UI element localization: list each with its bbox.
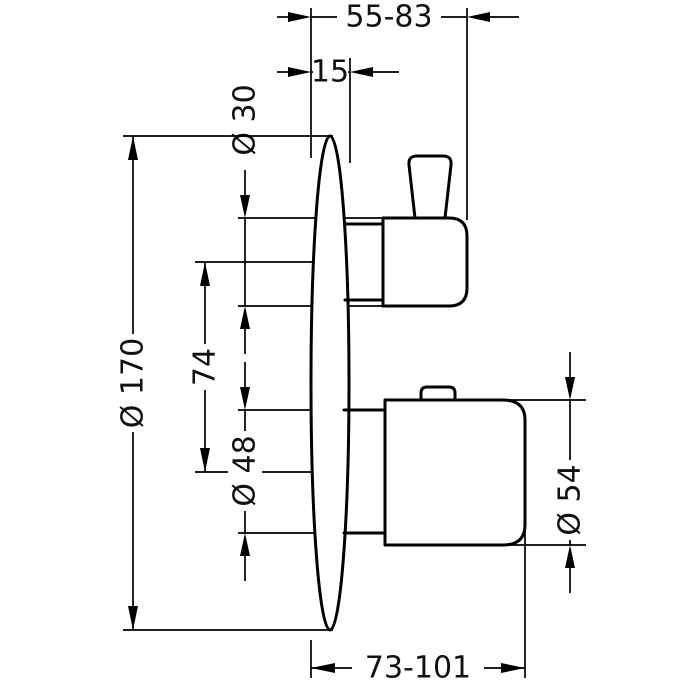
dim-label-shutoff-handle-diameter: Ø 30	[228, 84, 263, 155]
dimension-thermostat-sleeve-diameter: Ø 48	[228, 362, 349, 581]
escutcheon-plate-outline	[309, 134, 351, 632]
dimension-depth-to-shutoff-handle: 55-83	[277, 0, 519, 220]
label-mask	[313, 56, 348, 88]
label-mask	[553, 460, 587, 540]
arrowhead-down-icon	[200, 448, 210, 472]
arrowhead-down-icon	[240, 387, 250, 410]
shutoff-handle-assembly	[343, 154, 469, 308]
dimension-shutoff-handle-diameter: Ø 30	[228, 80, 383, 354]
dimension-handle-center-distance: 74	[188, 261, 338, 473]
dim-label-depth-to-thermostat-handle: 73-101	[365, 651, 471, 686]
dim-label-plate-thickness: 15	[311, 55, 349, 90]
label-mask	[228, 431, 262, 511]
label-mask	[352, 652, 484, 684]
dim-label-thermostat-sleeve-diameter: Ø 48	[228, 435, 263, 506]
thermostat-knob-body	[383, 398, 527, 547]
arrowhead-down-icon	[565, 377, 575, 400]
arrowhead-left-icon	[311, 663, 335, 673]
label-mask	[188, 344, 222, 390]
dim-label-escutcheon-diameter: Ø 170	[116, 338, 151, 428]
shutoff-lever	[407, 154, 453, 220]
dimension-depth-to-thermostat-handle: 73-101	[310, 530, 526, 686]
dim-label-thermostat-handle-diameter: Ø 54	[553, 464, 588, 535]
dimension-thermostat-handle-diameter: Ø 54	[508, 352, 588, 593]
dimension-plate-thickness: 15	[277, 55, 399, 163]
arrowhead-up-icon	[240, 533, 250, 556]
dim-label-depth-to-shutoff-handle: 55-83	[345, 0, 432, 35]
arrowhead-down-icon	[240, 195, 250, 218]
arrowhead-up-icon	[565, 545, 575, 568]
arrowhead-right-icon	[501, 663, 525, 673]
arrowhead-left-icon	[467, 12, 490, 22]
dim-label-handle-center-distance: 74	[188, 348, 223, 386]
thermostat-handle-assembly	[342, 385, 527, 547]
temperature-marker-tab	[419, 385, 457, 402]
label-mask	[337, 1, 441, 33]
arrowhead-up-icon	[240, 306, 250, 329]
arrowhead-right-icon	[288, 12, 311, 22]
arrowhead-left-icon	[350, 67, 373, 77]
arrowhead-down-icon	[128, 606, 138, 630]
arrowhead-right-icon	[288, 67, 311, 77]
label-mask	[228, 80, 262, 160]
arrowhead-up-icon	[200, 262, 210, 286]
label-mask	[116, 334, 150, 432]
dimension-escutcheon-diameter: Ø 170	[116, 135, 333, 631]
escutcheon-plate	[309, 134, 351, 632]
arrowhead-up-icon	[128, 136, 138, 160]
shutoff-knob-body	[381, 216, 469, 308]
